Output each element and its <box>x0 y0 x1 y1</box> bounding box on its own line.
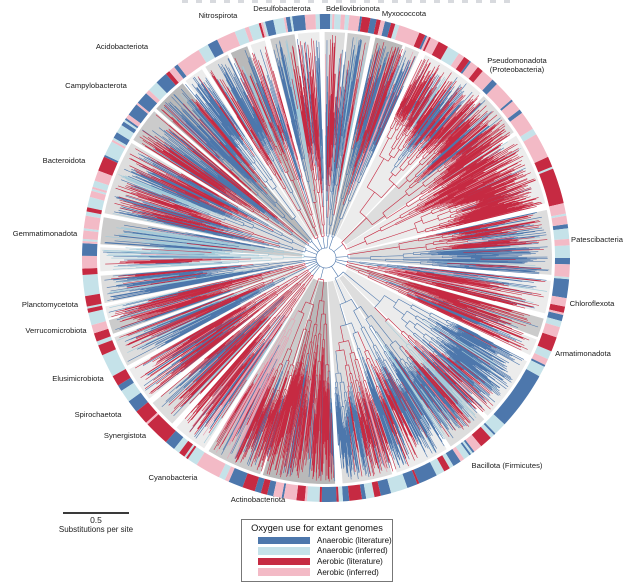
branches-aerobic-literature <box>105 34 548 482</box>
phylum-label-spirochaetota: Spirochaetota <box>75 410 123 419</box>
scale-bar-value: 0.5 <box>90 515 102 526</box>
phylum-label-cyanobacteria: Cyanobacteria <box>149 473 199 482</box>
phylum-label-planctomycetota: Planctomycetota <box>22 300 79 309</box>
phylum-label-armatimonadota: Armatimonadota <box>555 349 611 358</box>
legend-item-anaerobic-literature: Anaerobic (literature) <box>248 535 392 546</box>
branches-anaerobic-literature <box>102 37 550 482</box>
aerobic-inferred-swatch <box>258 568 310 576</box>
phylum-label-synergistota: Synergistota <box>104 431 147 440</box>
phylum-label-verrucomicrobiota: Verrucomicrobiota <box>25 326 87 335</box>
legend-item-label: Aerobic (literature) <box>317 556 383 566</box>
legend-item-aerobic-inferred: Aerobic (inferred) <box>248 567 386 578</box>
legend-title: Oxygen use for extant genomes <box>251 523 383 533</box>
aerobic-literature-swatch <box>258 557 310 566</box>
phylum-label-bacteroidota: Bacteroidota <box>43 156 86 165</box>
legend-item-label: Anaerobic (inferred) <box>317 546 388 556</box>
phylum-label-gemmatimonadota: Gemmatimonadota <box>13 229 78 238</box>
phylum-label-acidobacteriota: Acidobacteriota <box>96 42 149 51</box>
phylum-label-chloroflexota: Chloroflexota <box>570 299 616 308</box>
phylum-label-desulfobacterota: Desulfobacterota <box>253 4 311 13</box>
phylum-label-bacillota-firmicutes: Bacillota (Firmicutes) <box>472 461 543 470</box>
phylum-label-elusimicrobiota: Elusimicrobiota <box>52 374 104 383</box>
phylum-label-patescibacteria: Patescibacteria <box>571 235 624 244</box>
phylum-label-bdellovibrionota: Bdellovibrionota <box>326 4 381 13</box>
phylum-label-nitrospirota: Nitrospirota <box>199 11 239 20</box>
phylum-label-myxococcota: Myxococcota <box>382 9 427 18</box>
legend-item-label: Anaerobic (literature) <box>317 535 392 545</box>
cropped-top-artifact <box>182 0 512 3</box>
phylum-label-campylobacterota: Campylobacterota <box>65 81 127 90</box>
legend-item-anaerobic-inferred: Anaerobic (inferred) <box>248 546 388 557</box>
anaerobic-inferred-swatch <box>258 547 310 555</box>
phylum-label-actinobacteriota: Actinobacteriota <box>231 495 286 504</box>
legend-item-aerobic-literature: Aerobic (literature) <box>248 556 386 567</box>
branches-aerobic-inferred <box>127 51 520 473</box>
phylum-labels: Nitrospirota Desulfobacterota Bdellovibrio… <box>13 4 624 504</box>
scale-bar-label: Substitutions per site <box>58 525 134 535</box>
tree-branches <box>102 34 550 482</box>
scale-bar-line <box>63 512 129 515</box>
anaerobic-literature-swatch <box>258 536 310 545</box>
legend: Oxygen use for extant genomes Anaerobic … <box>241 519 393 583</box>
phylum-label-pseudomonadota: Pseudomonadota(Proteobacteria) <box>487 56 547 74</box>
legend-item-label: Aerobic (inferred) <box>317 567 379 577</box>
scale-bar: 0.5 Substitutions per site <box>40 512 152 534</box>
